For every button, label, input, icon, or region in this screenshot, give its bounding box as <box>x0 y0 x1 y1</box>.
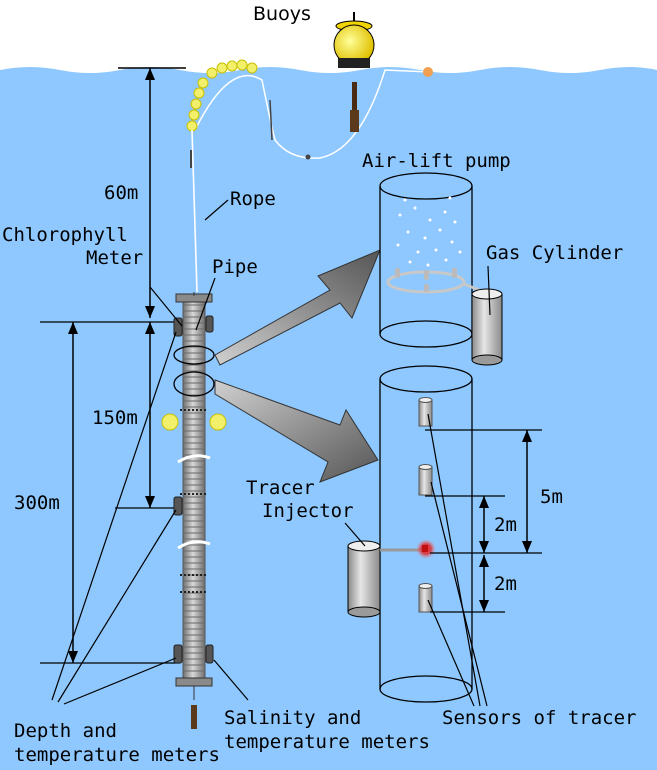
zoom-ring-upper <box>173 345 215 365</box>
tracer-injector <box>347 539 436 618</box>
label-air-lift-pump: Air-lift pump <box>362 150 511 172</box>
zoom-arrow-lower <box>214 379 379 483</box>
pipe <box>175 292 213 729</box>
label-injector: Injector <box>262 500 354 522</box>
label-chlorophyll: Chlorophyll <box>2 224 128 246</box>
label-meter: Meter <box>86 247 144 269</box>
rope <box>191 129 198 293</box>
label-2m-upper: 2m <box>494 514 517 536</box>
label-150m: 150m <box>92 407 138 429</box>
tracer-sensors <box>418 397 433 613</box>
tracer-cylinder <box>379 365 473 703</box>
buoy <box>333 12 375 132</box>
float-chain <box>186 59 258 132</box>
gas-cylinder <box>471 265 503 366</box>
label-buoys: Buoys <box>253 3 311 25</box>
label-tracer: Tracer <box>246 477 315 499</box>
buoy-line <box>194 69 431 159</box>
label-salinity-temp-meters: temperature meters <box>224 731 430 753</box>
pipe-float-right <box>209 413 227 431</box>
label-depth-temp-meters: temperature meters <box>14 744 220 766</box>
label-300m: 300m <box>14 492 60 514</box>
zoom-arrow-upper <box>214 249 381 366</box>
zoom-ring-lower <box>173 371 215 397</box>
air-lift-cylinder <box>379 172 485 348</box>
label-60m: 60m <box>104 182 139 204</box>
pipe-float-left <box>161 413 179 431</box>
label-rope: Rope <box>230 188 276 210</box>
label-gas-cylinder: Gas Cylinder <box>486 242 624 264</box>
label-salinity-and: Salinity and <box>224 707 362 729</box>
sea <box>0 67 657 770</box>
label-depth-and: Depth and <box>14 720 117 742</box>
label-5m: 5m <box>540 486 563 508</box>
label-pipe: Pipe <box>212 256 258 278</box>
label-sensors-of-tracer: Sensors of tracer <box>442 707 637 729</box>
label-2m-lower: 2m <box>494 573 517 595</box>
